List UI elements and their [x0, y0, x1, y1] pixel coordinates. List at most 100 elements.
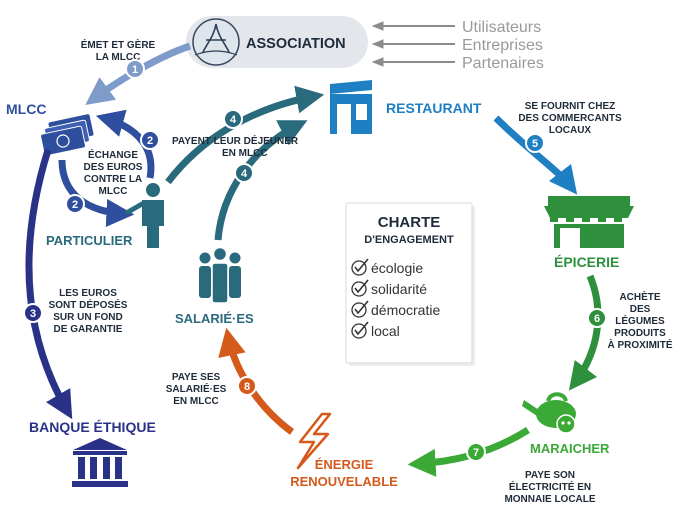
step-6-text-line: À PROXIMITÉ	[607, 338, 672, 351]
step-4-badge-bottom	[234, 163, 254, 183]
step-6-badge	[587, 308, 607, 328]
epicerie-label: ÉPICERIE	[554, 254, 619, 270]
mlcc-label: MLCC	[6, 101, 46, 117]
step-7-text-line: PAYE SON	[525, 470, 575, 481]
epicerie-node: ÉPICERIE	[544, 196, 634, 270]
maraicher-label: MARAICHER	[530, 441, 610, 456]
step-8-text-line: PAYE SES	[172, 372, 221, 383]
salaries-node: SALARIÉ·ES	[175, 246, 254, 326]
step-7-text-line: MONNAIE LOCALE	[504, 494, 595, 505]
charte-item: écologie	[351, 258, 423, 276]
step-5-number: 5	[532, 138, 538, 150]
association-label: ASSOCIATION	[246, 36, 346, 52]
banque-node: BANQUE ÉTHIQUE	[29, 419, 156, 487]
step-2-badge-top	[140, 130, 160, 150]
step-1-text-line: LA MLCC	[96, 52, 141, 63]
energie-label-line: RENOUVELABLE	[290, 474, 398, 489]
association-logo-icon	[192, 18, 240, 66]
step-2-text-line: DES EUROS	[84, 162, 143, 173]
step-2-text-line: ÉCHANGE	[88, 148, 138, 161]
charte-subtitle: D'ENGAGEMENT	[364, 234, 454, 246]
particulier-node: PARTICULIER	[46, 183, 164, 248]
step-6-text-line: LÉGUMES	[615, 314, 665, 327]
restaurant-label: RESTAURANT	[386, 100, 482, 116]
check-circle-icon	[351, 302, 367, 318]
step-2-text-line: CONTRE LA	[84, 174, 142, 185]
step-8-text-line: EN MLCC	[173, 396, 219, 407]
charte-item-label: local	[371, 323, 400, 339]
association-node: ASSOCIATION	[186, 16, 368, 68]
step-6-number: 6	[594, 313, 600, 325]
stakeholder-users: Utilisateurs	[462, 19, 541, 36]
bank-icon	[72, 438, 128, 487]
step-1-number: 1	[132, 64, 138, 76]
step-7-text-line: ÉLECTRICITÉ EN	[509, 480, 591, 493]
step-5-text-line: SE FOURNIT CHEZ	[525, 101, 616, 112]
step-5-arrow	[493, 115, 578, 195]
energie-label-line: ÉNERGIE	[315, 457, 374, 472]
restaurant-node: RESTAURANT	[330, 80, 482, 134]
step-4-text-line: EN MLCC	[222, 148, 268, 159]
step-3-text-line: DE GARANTIE	[54, 324, 123, 335]
stakeholder-partners: Partenaires	[462, 55, 544, 72]
step-1-text-line: ÉMET ET GÈRE	[81, 38, 156, 51]
step-5: 5 SE FOURNIT CHEZ DES COMMERCANTS LOCAUX	[493, 101, 622, 195]
step-7: 7 PAYE SON ÉLECTRICITÉ EN MONNAIE LOCALE	[407, 427, 596, 505]
step-8-number: 8	[244, 381, 250, 393]
charte-item-label: solidarité	[371, 281, 427, 297]
step-3-text-line: SUR UN FOND	[53, 312, 122, 323]
step-4-number-top: 4	[230, 114, 237, 126]
charte-item-label: démocratie	[371, 302, 440, 318]
step-1-badge	[125, 59, 145, 79]
check-mark-icon	[354, 279, 369, 294]
step-5-badge	[525, 133, 545, 153]
step-3-number: 3	[30, 308, 36, 320]
step-3-arrow	[25, 148, 73, 420]
step-6: 6 ACHÈTE DES LÉGUMES PRODUITS À PROXIMIT…	[568, 274, 673, 391]
group-people-icon	[199, 246, 241, 304]
charte-title: CHARTE	[378, 214, 441, 231]
step-3-text-line: SONT DÉPOSÉS	[49, 298, 128, 311]
step-1: ÉMET ET GÈRE LA MLCC 1	[81, 38, 192, 105]
step-6-text-line: PRODUITS	[614, 328, 666, 339]
step-6-arrow	[568, 274, 602, 391]
step-6-text-line: ACHÈTE	[619, 290, 660, 303]
step-4-badge-top	[223, 109, 243, 129]
step-8: 8 PAYE SES SALARIÉ·ES EN MLCC	[166, 327, 295, 435]
person-icon	[125, 183, 164, 248]
step-3: 3 LES EUROS SONT DÉPOSÉS SUR UN FOND DE …	[23, 148, 128, 420]
restaurant-icon	[330, 80, 372, 134]
step-8-badge	[237, 376, 257, 396]
shop-icon	[544, 196, 634, 248]
charte-item: local	[351, 321, 400, 339]
charte-item-label: écologie	[371, 260, 423, 276]
particulier-label: PARTICULIER	[46, 233, 133, 248]
check-circle-icon	[351, 260, 367, 276]
stakeholder-companies: Entreprises	[462, 37, 543, 54]
salaries-label: SALARIÉ·ES	[175, 311, 254, 326]
step-8-text-line: SALARIÉ·ES	[166, 382, 227, 395]
watering-can-icon	[522, 392, 576, 434]
charte-item: démocratie	[351, 300, 440, 318]
step-3-text-line: LES EUROS	[59, 288, 117, 299]
step-2-text-line: MLCC	[99, 186, 128, 197]
step-6-text-line: DES	[630, 304, 651, 315]
charte-card: CHARTE D'ENGAGEMENT écologie solidarité …	[345, 202, 475, 366]
lightning-icon	[296, 412, 332, 470]
step-3-badge	[23, 303, 43, 323]
step-4-number-bottom: 4	[241, 168, 248, 180]
check-circle-icon	[351, 281, 367, 297]
banque-label: BANQUE ÉTHIQUE	[29, 419, 156, 435]
check-mark-icon	[354, 258, 369, 273]
charte-box	[345, 202, 473, 364]
check-mark-icon	[354, 321, 369, 336]
stakeholders: Utilisateurs Entreprises Partenaires	[371, 19, 544, 72]
step-2-number-top: 2	[147, 135, 153, 147]
charte-item: solidarité	[351, 279, 427, 297]
step-4-text-line: PAYENT LEUR DÉJEUNER	[172, 134, 299, 147]
banknotes-icon	[40, 114, 94, 157]
step-5-text-line: DES COMMERCANTS	[518, 113, 622, 124]
step-2-number-bottom: 2	[72, 199, 78, 211]
